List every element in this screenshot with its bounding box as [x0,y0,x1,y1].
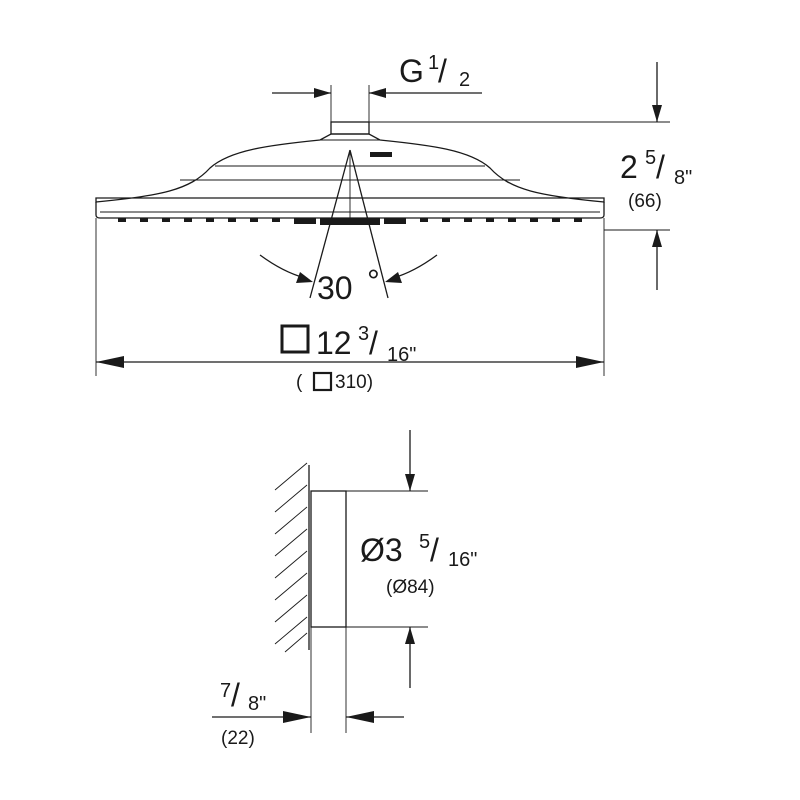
wall-hatching [274,462,310,653]
thread-connector [330,121,370,135]
rosette-diameter-whole: Ø3 [360,532,403,568]
fraction-slash: / [438,53,447,89]
height-denominator: 8" [674,167,692,189]
projection-dimension [212,627,404,733]
angle-line-left [309,149,351,299]
nozzle-row [118,218,582,225]
fraction-slash: / [369,325,378,361]
wall-rosette [310,490,347,628]
angle-line-right [349,149,389,299]
fraction-slash: / [656,149,665,185]
shower-head-side-view [95,121,605,299]
height-whole: 2 [620,149,638,185]
fraction-slash: / [231,677,240,713]
height-metric: (66) [628,191,662,212]
arrow-head [296,272,313,283]
projection-numerator: 7 [220,680,231,702]
thread-numerator: 1 [428,52,439,74]
rosette-diameter-metric: (Ø84) [386,577,435,598]
thread-letter: G [399,53,424,89]
height-dimension [369,62,670,290]
square-size-metric: 310) [335,372,373,393]
square-size-metric-open: ( [296,372,303,393]
projection-metric: (22) [221,728,255,749]
rosette-diameter-numerator: 5 [419,531,430,553]
logo-mark [370,152,392,157]
angle-arc-right [392,254,438,279]
thread-dimension [272,85,482,122]
angle-arc-left [259,254,306,279]
square-symbol-icon [280,324,310,354]
rosette-diameter-denominator: 16" [448,549,477,571]
arrow-head [385,272,402,283]
angle-unit: ° [367,263,380,299]
fraction-slash: / [430,532,439,568]
square-size-denominator: 16" [387,344,416,366]
width-dimension [95,218,605,376]
square-size-numerator: 3 [358,323,369,345]
height-numerator: 5 [645,147,656,169]
angle-value: 30 [317,270,353,306]
rosette-diameter-dimension [346,430,428,688]
projection-denominator: 8" [248,693,266,715]
square-size-whole: 12 [316,325,352,361]
thread-denominator: 2 [459,69,470,91]
shower-head-dome [95,133,605,203]
square-symbol-small-icon [312,371,333,392]
